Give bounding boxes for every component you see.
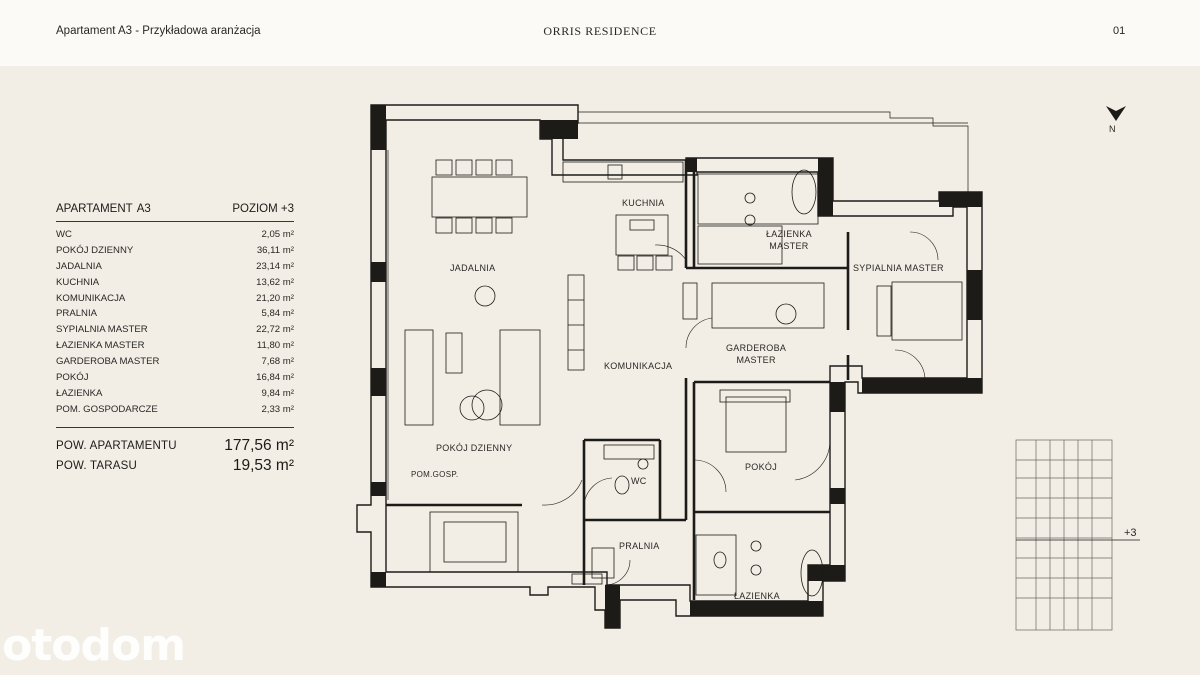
header-bar [0,0,1200,66]
plan-label-garderoba-line1: GARDEROBA [726,343,787,353]
plan-label-lazienka-master: ŁAZIENKA MASTER [766,228,812,252]
inner-wall [385,119,968,602]
room-area: 2,05 m² [261,229,294,240]
room-name: PRALNIA [56,308,98,320]
room-area-row: ŁAZIENKA 9,84 m² [56,388,294,404]
room-area-row: POKÓJ DZIENNY 36,11 m² [56,245,294,261]
page-subtitle: Apartament A3 - Przykładowa aranżacja [56,25,261,37]
heading-divider [56,221,294,222]
total-terrace-value: 19,53 m² [232,457,294,474]
room-name: ŁAZIENKA MASTER [56,340,145,352]
total-apartment-row: POW. APARTAMENTU 177,56 m² [56,435,294,455]
plan-label-pralnia: PRALNIA [619,541,660,551]
room-area: 5,84 m² [261,308,294,320]
north-arrow-icon [1106,106,1126,121]
room-area: 22,72 m² [256,324,294,336]
plan-label-lazienka: ŁAZIENKA [734,591,780,601]
plan-label-jadalnia: JADALNIA [450,263,496,273]
room-area: 23,14 m² [256,260,294,272]
room-area-row: KOMUNIKACJA 21,20 m² [56,293,294,309]
room-area: 36,11 m² [256,244,294,256]
total-terrace-label: POW. TARASU [56,460,138,472]
room-name: SYPIALNIA MASTER [56,324,148,336]
otodom-watermark-logo: otodom [2,620,186,671]
plan-label-sypialnia-master: SYPIALNIA MASTER [853,263,944,273]
room-name: GARDEROBA MASTER [56,356,160,368]
room-name: POKÓJ DZIENNY [56,244,134,256]
room-area: 16,84 m² [256,372,294,384]
elevation-level-label: +3 [1124,527,1137,539]
total-apartment-value: 177,56 m² [224,437,294,454]
room-area-row: SYPIALNIA MASTER 22,72 m² [56,324,294,340]
building-elevation [1015,439,1113,631]
plan-label-lazienka-master-line2: MASTER [769,241,809,251]
room-name: POKÓJ [56,372,89,384]
room-area: 7,68 m² [261,356,294,368]
plan-label-pom-gosp: POM.GOSP. [411,470,459,479]
room-area: 11,80 m² [256,340,294,352]
room-area: 13,62 m² [256,276,294,288]
room-name: ŁAZIENKA [56,387,103,399]
apartment-code: A3 [136,203,151,215]
room-name: KUCHNIA [56,276,100,288]
room-name: KOMUNIKACJA [56,292,126,304]
room-name: JADALNIA [56,260,102,272]
north-label: N [1109,124,1116,134]
brand-title: ORRIS RESIDENCE [543,24,657,38]
room-area-row: POKÓJ 16,84 m² [56,372,294,388]
room-area-row: JADALNIA 23,14 m² [56,261,294,277]
plan-label-garderoba-master: GARDEROBA MASTER [726,342,786,366]
plan-label-garderoba-line2: MASTER [736,355,776,365]
room-area-row: ŁAZIENKA MASTER 11,80 m² [56,340,294,356]
plan-label-wc: WC [631,476,647,486]
totals-divider [56,427,294,428]
room-name: POM. GOSPODARCZE [56,403,158,415]
room-name: WC [56,229,72,240]
room-area-list: WC 2,05 m² POKÓJ DZIENNY 36,11 m² JADALNIA… [56,229,294,420]
page-number: 01 [1113,25,1126,37]
room-area: 9,84 m² [261,387,294,399]
plan-label-kuchnia: KUCHNIA [622,198,665,208]
room-area-row: POM. GOSPODARCZE 2,33 m² [56,404,294,420]
plan-label-lazienka-master-line1: ŁAZIENKA [766,229,812,239]
total-apartment-label: POW. APARTAMENTU [56,440,177,452]
level-heading: POZIOM +3 [232,203,294,215]
plan-label-pokoj-dzienny: POKÓJ DZIENNY [436,443,513,453]
plan-label-komunikacja: KOMUNIKACJA [604,361,673,371]
room-area-row: WC 2,05 m² [56,229,294,245]
room-area: 2,33 m² [261,403,294,415]
total-terrace-row: POW. TARASU 19,53 m² [56,455,294,475]
wall-block [371,105,386,150]
plan-label-pokoj: POKÓJ [745,462,778,472]
room-area-row: KUCHNIA 13,62 m² [56,277,294,293]
room-area-row: GARDEROBA MASTER 7,68 m² [56,356,294,372]
room-area: 21,20 m² [256,292,294,304]
apartment-label: APARTAMENT [56,203,133,215]
room-area-row: PRALNIA 5,84 m² [56,308,294,324]
